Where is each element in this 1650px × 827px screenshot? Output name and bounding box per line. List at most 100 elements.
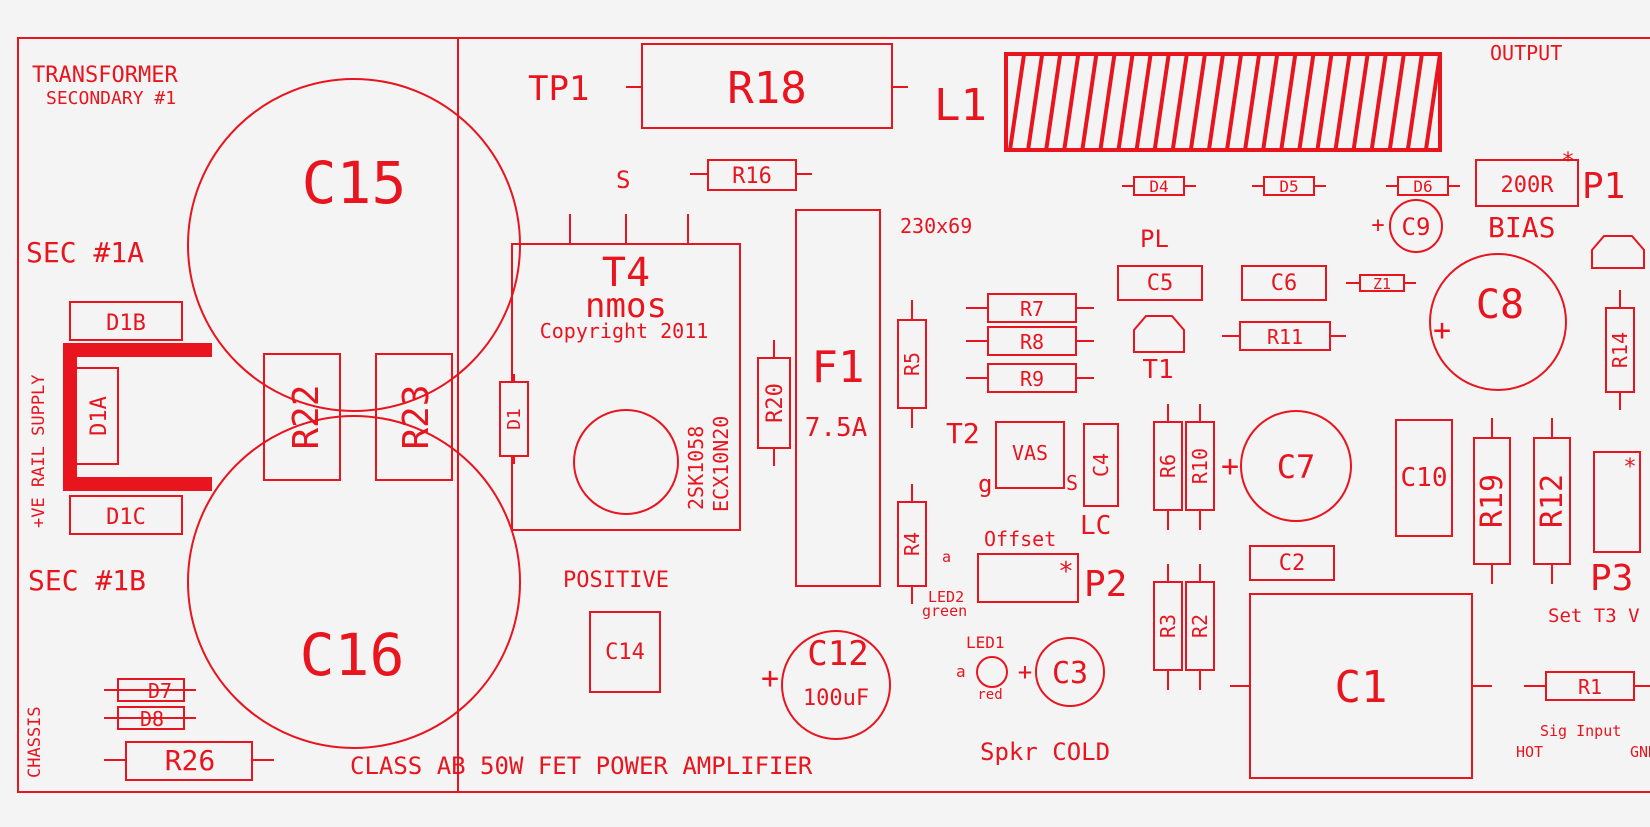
l1-coil-winding bbox=[1261, 53, 1280, 151]
c12-outline bbox=[781, 630, 891, 740]
c14-outline bbox=[589, 611, 661, 693]
r19-label: R19 bbox=[1475, 474, 1510, 528]
c10-label: C10 bbox=[1401, 463, 1448, 493]
c9-label: C9 bbox=[1402, 213, 1431, 241]
d1a-label: D1A bbox=[87, 396, 112, 436]
d1-label: D1 bbox=[504, 408, 525, 430]
c6-label: C6 bbox=[1271, 271, 1298, 296]
r12-label: R12 bbox=[1535, 474, 1570, 528]
f1-label: F1 bbox=[812, 342, 865, 393]
l1-coil-winding bbox=[1315, 53, 1334, 151]
vas-label: VAS bbox=[1012, 441, 1048, 465]
rail-supply-label: +VE RAIL SUPPLY bbox=[29, 374, 49, 528]
lc-label: LC bbox=[1080, 511, 1111, 541]
c12-label: C12 bbox=[807, 634, 868, 674]
c6-outline bbox=[1241, 265, 1327, 301]
copyright-label: Copyright 2011 bbox=[540, 319, 709, 343]
l1-coil-winding bbox=[1098, 53, 1117, 151]
p3-label: P3 bbox=[1590, 558, 1633, 599]
d7-outline bbox=[117, 678, 185, 702]
l1-coil-winding bbox=[1170, 53, 1189, 151]
bias-label: BIAS bbox=[1488, 211, 1555, 244]
r14-label: R14 bbox=[1608, 332, 1632, 368]
c5-outline bbox=[1117, 265, 1203, 301]
l1-coil-winding bbox=[1008, 53, 1027, 151]
t4-mount-hole bbox=[573, 409, 679, 515]
r5-outline bbox=[897, 319, 927, 409]
r16-outline bbox=[707, 159, 797, 191]
r22-outline bbox=[263, 353, 341, 481]
d6-outline bbox=[1397, 176, 1449, 196]
t1-label: T1 bbox=[1142, 355, 1173, 385]
board-outline bbox=[17, 37, 1650, 793]
c12-polarity: + bbox=[761, 661, 779, 696]
gnd-label: GND bbox=[1630, 743, 1650, 761]
c4-label: C4 bbox=[1089, 453, 1113, 477]
c1-label: C1 bbox=[1335, 662, 1388, 713]
d4-label: D4 bbox=[1149, 177, 1168, 196]
led1-color: red bbox=[977, 687, 1002, 703]
chassis-label: CHASSIS bbox=[25, 706, 45, 778]
d1b-label: D1B bbox=[106, 311, 146, 336]
l1-coil-winding bbox=[1044, 53, 1063, 151]
r23-outline bbox=[375, 353, 453, 481]
r20-outline bbox=[757, 357, 791, 449]
d8-outline bbox=[117, 706, 185, 730]
r6-label: R6 bbox=[1156, 454, 1180, 478]
t2-label: T2 bbox=[946, 417, 980, 450]
r9-outline bbox=[987, 363, 1077, 393]
d5-outline bbox=[1263, 176, 1315, 196]
r11-outline bbox=[1239, 321, 1331, 351]
hot-label: HOT bbox=[1516, 743, 1543, 761]
c2-outline bbox=[1249, 545, 1335, 581]
r3-label: R3 bbox=[1156, 614, 1180, 638]
p1-trimmer bbox=[1475, 159, 1579, 207]
r3-outline bbox=[1153, 581, 1183, 671]
c9-outline bbox=[1389, 199, 1443, 253]
r7-label: R7 bbox=[1020, 297, 1044, 321]
r10-label: R10 bbox=[1188, 448, 1212, 484]
c3-outline bbox=[1035, 637, 1105, 707]
led1-label: LED1 bbox=[966, 633, 1005, 652]
l1-coil-winding bbox=[1387, 53, 1406, 151]
p2-trimmer bbox=[977, 553, 1079, 603]
mosfet-part-2: ECX10N20 bbox=[709, 416, 733, 512]
p3-trimmer bbox=[1593, 451, 1641, 553]
tp1-label: TP1 bbox=[528, 69, 589, 109]
r2-outline bbox=[1185, 581, 1215, 671]
c7-outline bbox=[1240, 410, 1352, 522]
d1b-outline bbox=[69, 301, 183, 341]
l1-coil-winding bbox=[1062, 53, 1081, 151]
c3-polarity: + bbox=[1018, 658, 1032, 686]
r16-label: R16 bbox=[732, 164, 772, 189]
r14-outline bbox=[1605, 307, 1635, 393]
c7-polarity: + bbox=[1221, 449, 1239, 484]
vas-s-pin: S bbox=[1066, 471, 1078, 495]
sec1a-label: SEC #1A bbox=[26, 236, 144, 269]
led2-color: green bbox=[922, 602, 967, 620]
d1-outline bbox=[499, 381, 529, 457]
output-label: OUTPUT bbox=[1490, 41, 1562, 65]
l1-coil-winding bbox=[1369, 53, 1388, 151]
led2-label: LED2 bbox=[928, 588, 964, 606]
p3-star: * bbox=[1623, 455, 1636, 480]
c7-label: C7 bbox=[1277, 448, 1316, 486]
d8-label: D8 bbox=[140, 707, 164, 731]
r22-label: R22 bbox=[286, 384, 327, 449]
p1-label: P1 bbox=[1582, 166, 1625, 207]
c15-label: C15 bbox=[302, 149, 407, 217]
c8-outline bbox=[1429, 253, 1567, 391]
l1-coil-winding bbox=[1225, 53, 1244, 151]
led2-anode: a bbox=[942, 548, 951, 566]
c15-outline bbox=[187, 78, 521, 412]
c2-label: C2 bbox=[1279, 551, 1306, 576]
l1-coil-winding bbox=[1116, 53, 1135, 151]
l1-coil-winding bbox=[1188, 53, 1207, 151]
r12-outline bbox=[1533, 437, 1571, 565]
pl-label: PL bbox=[1140, 225, 1169, 253]
sig-input-label: Sig Input bbox=[1540, 722, 1621, 740]
r23-label: R23 bbox=[396, 384, 437, 449]
c16-outline bbox=[187, 415, 521, 749]
amplifier-title: CLASS AB 50W FET POWER AMPLIFIER bbox=[350, 752, 813, 780]
